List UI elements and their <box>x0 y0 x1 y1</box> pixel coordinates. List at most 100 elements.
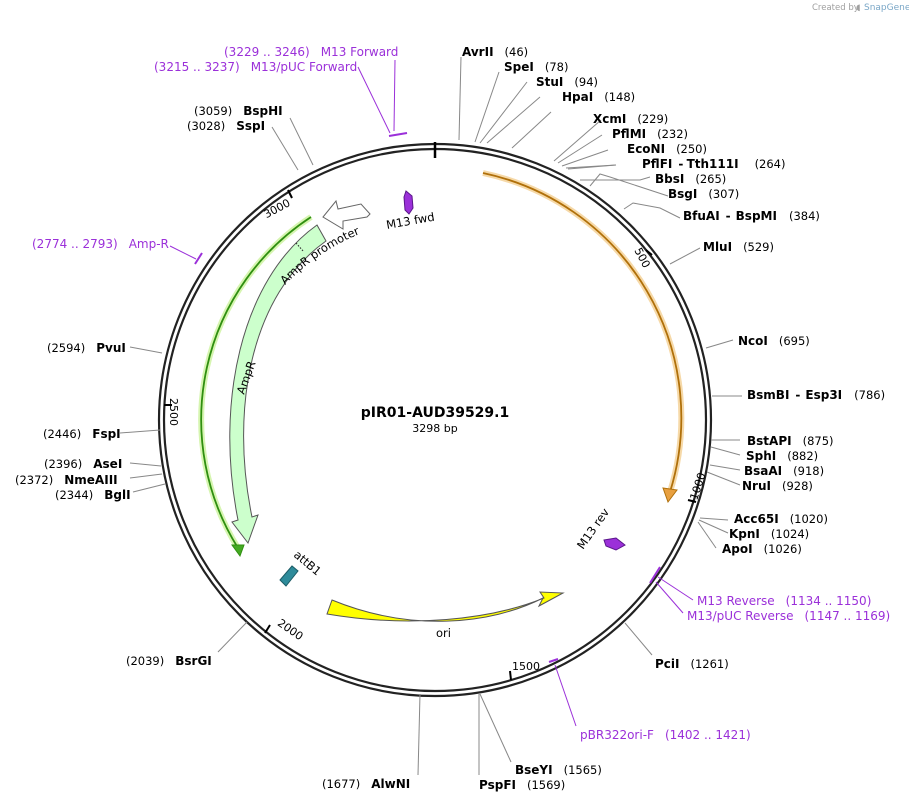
attb1-arrow[interactable] <box>279 565 299 587</box>
enzyme-bstapi[interactable]: BstAPI(875) <box>747 434 834 448</box>
svg-text:(2774 .. 2793)Amp-R: (2774 .. 2793)Amp-R <box>32 237 169 251</box>
primer-mark-m13-forward <box>388 132 408 137</box>
enzyme-bsmbi[interactable]: BsmBI-Esp3I(786) <box>747 388 885 402</box>
tick-mark-1500 <box>509 670 512 681</box>
primer-leader-m13-reverse <box>657 576 694 601</box>
enzyme-pflfi[interactable]: PflFI-Tth111I(264) <box>642 157 786 171</box>
plasmid-size: 3298 bp <box>412 422 457 435</box>
svg-text:NcoI(695): NcoI(695) <box>738 334 810 348</box>
enzyme-bseyi[interactable]: BseYI(1565) <box>515 763 602 777</box>
enzyme-stui[interactable]: StuI(94) <box>536 75 598 89</box>
credit: Created by ◖ SnapGene <box>812 3 909 13</box>
enzyme-apoi[interactable]: ApoI(1026) <box>722 542 802 556</box>
ampr-promoter-arrow[interactable] <box>322 199 371 230</box>
svg-text:(2446)FspI: (2446)FspI <box>43 427 121 441</box>
enzyme-bgli[interactable]: (2344)BglI <box>55 488 131 502</box>
tick-mark-500 <box>645 249 653 256</box>
svg-text:ApoI(1026): ApoI(1026) <box>722 542 802 556</box>
enzyme-pflmi[interactable]: PflMI(232) <box>612 127 688 141</box>
enzyme-spei[interactable]: SpeI(78) <box>504 60 568 74</box>
svg-text:M13 Reverse(1134 .. 1150): M13 Reverse(1134 .. 1150) <box>697 594 871 608</box>
backbone <box>157 142 713 698</box>
svg-text:BstAPI(875): BstAPI(875) <box>747 434 834 448</box>
primer-m13-puc-reverse[interactable]: M13/pUC Reverse(1147 .. 1169) <box>687 609 890 623</box>
svg-text:HpaI(148): HpaI(148) <box>562 90 635 104</box>
enzyme-pcii[interactable]: PciI(1261) <box>655 657 729 671</box>
tick-mark-2000 <box>264 624 271 634</box>
enzyme-xcmi[interactable]: XcmI(229) <box>593 112 668 126</box>
svg-text:EcoNI(250): EcoNI(250) <box>627 142 707 156</box>
enzyme-acc65i[interactable]: Acc65I(1020) <box>734 512 828 526</box>
primer-leader-m13-puc-forward <box>357 66 391 134</box>
tick-mark-1000 <box>687 499 697 503</box>
primer-mark-pbr322ori-f <box>548 658 559 663</box>
enzyme-pvui[interactable]: (2594)PvuI <box>47 341 126 355</box>
enzyme-kpni[interactable]: KpnI(1024) <box>729 527 809 541</box>
feature-label-m13-fwd: M13 fwd <box>385 210 435 232</box>
svg-text:KpnI(1024): KpnI(1024) <box>729 527 809 541</box>
m13-rev-arrow[interactable] <box>603 537 626 551</box>
enzyme-alwni[interactable]: (1677)AlwNI <box>322 777 410 791</box>
snapgene-logo-icon: ◖ <box>856 3 860 13</box>
tick-label-1000: 1000 <box>688 471 709 502</box>
svg-text:BbsI(265): BbsI(265) <box>655 172 726 186</box>
enzyme-avrii[interactable]: AvrII(46) <box>462 45 528 59</box>
ampr-arrow[interactable] <box>229 224 327 545</box>
primer-m13-reverse[interactable]: M13 Reverse(1134 .. 1150) <box>697 594 871 608</box>
svg-text:MluI(529): MluI(529) <box>703 240 774 254</box>
primer-pbr322ori-f[interactable]: pBR322ori-F(1402 .. 1421) <box>580 728 751 742</box>
svg-text:PflFI-Tth111I(264): PflFI-Tth111I(264) <box>642 157 786 171</box>
features <box>198 170 685 622</box>
enzyme-bfuai[interactable]: BfuAI-BspMI(384) <box>683 209 820 223</box>
enzyme-bsphi[interactable]: (3059)BspHI <box>194 104 283 118</box>
enzyme-bsaai[interactable]: BsaAI(918) <box>744 464 824 478</box>
orange-orf-arrowhead <box>662 487 678 504</box>
svg-text:XcmI(229): XcmI(229) <box>593 112 668 126</box>
plasmid-name: pIR01-AUD39529.1 <box>361 405 509 421</box>
primer-leader-pbr322ori-f <box>554 664 577 727</box>
enzyme-hpai[interactable]: HpaI(148) <box>562 90 635 104</box>
enzyme-labels: AvrII(46) SpeI(78) StuI(94) HpaI(148) Xc… <box>15 45 885 792</box>
svg-text:M13/pUC Reverse(1147 .. 1169): M13/pUC Reverse(1147 .. 1169) <box>687 609 890 623</box>
enzyme-fspi[interactable]: (2446)FspI <box>43 427 121 441</box>
svg-text:(2372)NmeAIII: (2372)NmeAIII <box>15 473 118 487</box>
enzyme-econi[interactable]: EcoNI(250) <box>627 142 707 156</box>
primer-leader-amp-r <box>169 245 197 260</box>
orange-orf-line <box>482 172 683 493</box>
primer-amp-r[interactable]: (2774 .. 2793)Amp-R <box>32 237 169 251</box>
enzyme-mlui[interactable]: MluI(529) <box>703 240 774 254</box>
enzyme-leaders <box>119 56 742 776</box>
green-orf-arrowhead <box>231 544 245 558</box>
credit-brand: SnapGene <box>864 3 909 13</box>
svg-text:BseYI(1565): BseYI(1565) <box>515 763 602 777</box>
svg-text:PflMI(232): PflMI(232) <box>612 127 688 141</box>
ori-arrow[interactable] <box>326 591 565 622</box>
enzyme-nrui[interactable]: NruI(928) <box>742 479 813 493</box>
svg-text:PspFI(1569): PspFI(1569) <box>479 778 565 792</box>
primer-leader-m13-forward <box>393 59 396 132</box>
primer-mark-amp-r <box>194 252 203 265</box>
enzyme-bbsi[interactable]: BbsI(265) <box>655 172 726 186</box>
svg-text:(2396)AseI: (2396)AseI <box>44 457 122 471</box>
primer-m13-puc-forward[interactable]: (3215 .. 3237)M13/pUC Forward <box>154 60 357 74</box>
orange-orf-arc[interactable] <box>482 170 685 493</box>
enzyme-sphi[interactable]: SphI(882) <box>746 449 818 463</box>
m13-fwd-arrow[interactable] <box>403 190 414 215</box>
enzyme-sspi[interactable]: (3028)SspI <box>187 119 265 133</box>
enzyme-pspfi[interactable]: PspFI(1569) <box>479 778 565 792</box>
svg-text:SpeI(78): SpeI(78) <box>504 60 568 74</box>
svg-text:(2594)PvuI: (2594)PvuI <box>47 341 126 355</box>
credit-prefix: Created by <box>812 3 859 13</box>
svg-text:StuI(94): StuI(94) <box>536 75 598 89</box>
primer-m13-forward[interactable]: (3229 .. 3246)M13 Forward <box>224 45 398 59</box>
enzyme-bsgi[interactable]: BsgI(307) <box>668 187 739 201</box>
primers: (3229 .. 3246)M13 Forward (3215 .. 3237)… <box>32 45 890 742</box>
svg-text:BsaAI(918): BsaAI(918) <box>744 464 824 478</box>
primer-mark-m13-reverse <box>649 566 661 584</box>
enzyme-ncoi[interactable]: NcoI(695) <box>738 334 810 348</box>
svg-text:PciI(1261): PciI(1261) <box>655 657 729 671</box>
tick-label-500: 500 <box>631 246 652 271</box>
enzyme-bsrgi[interactable]: (2039)BsrGI <box>126 654 212 668</box>
enzyme-asei[interactable]: (2396)AseI <box>44 457 122 471</box>
enzyme-nmeaiii[interactable]: (2372)NmeAIII <box>15 473 118 487</box>
